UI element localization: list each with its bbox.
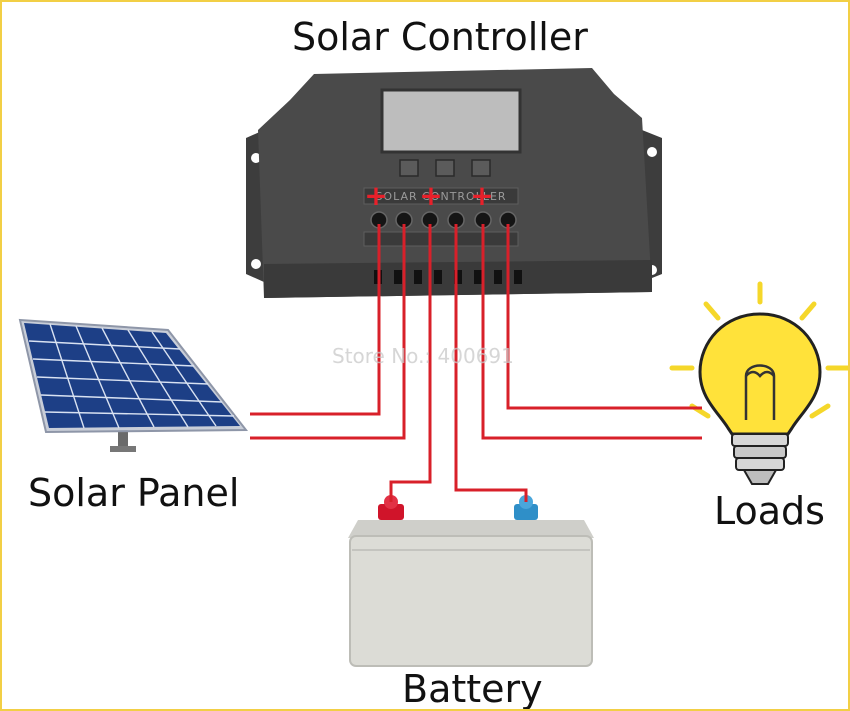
panel-grid [28,323,235,429]
battery-lid [348,520,594,538]
terminal-symbol-strip [363,231,519,247]
controller-button [435,159,455,177]
controller-button [471,159,491,177]
solar-controller: SOLAR CONTROLLER + + + [246,68,662,298]
solar-panel-label: Solar Panel [28,471,240,515]
polarity-plus-solar: + [364,179,387,212]
mount-hole-icon [647,147,657,157]
bulb-base [731,433,789,485]
mount-hole-icon [251,259,261,269]
controller-button [399,159,419,177]
solar-panel [18,318,249,452]
battery-positive-clip [378,504,404,520]
controller-body [258,68,652,298]
bulb-glass [698,312,822,436]
battery [348,495,594,667]
terminal-label-strip [363,187,519,205]
wire-battery-positive [389,224,432,502]
wire-load-positive [481,224,702,440]
lcd-screen [380,88,522,154]
wiring [250,224,702,502]
wire-battery-negative [454,224,528,502]
loads-label: Loads [714,489,825,533]
terminal-screws [370,211,517,229]
battery-negative-clip [514,504,538,520]
battery-case [349,535,593,667]
panel-stand-base [110,446,136,452]
faceplate-text: SOLAR CONTROLLER [375,190,506,203]
polarity-plus-battery: + [419,179,442,212]
mount-hole-icon [251,153,261,163]
wire-solar-positive [250,224,381,416]
battery-label: Battery [402,667,543,711]
wire-solar-negative [250,224,406,440]
light-bulb [669,281,848,485]
store-watermark: Store No.: 400691 [332,344,514,368]
panel-cells [24,323,240,428]
diagram-title: Solar Controller [292,15,588,59]
wire-load-negative [506,224,702,410]
polarity-plus-load: + [470,179,493,212]
